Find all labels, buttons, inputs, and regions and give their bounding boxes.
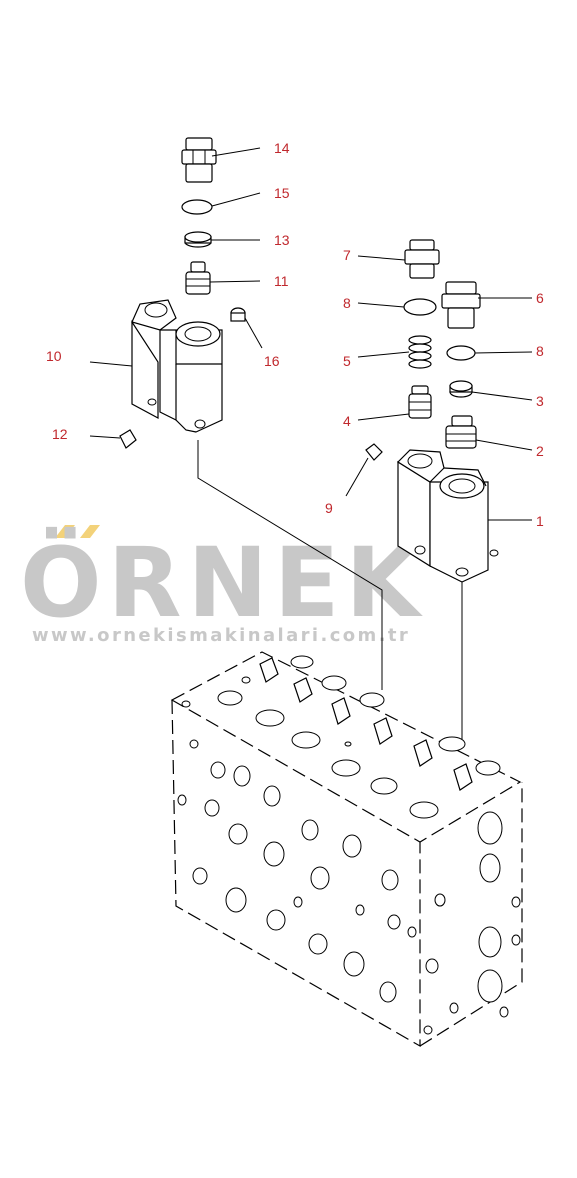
callout-8-upper: 8 <box>343 295 351 311</box>
callout-1: 1 <box>536 513 544 529</box>
part-1-valve-body <box>397 449 499 583</box>
callout-8-lower: 8 <box>536 343 544 359</box>
callout-16: 16 <box>264 353 280 369</box>
callout-14: 14 <box>274 140 290 156</box>
assembly-lines <box>197 440 463 740</box>
main-valve-block <box>170 651 523 1048</box>
part-14-plug <box>181 137 217 183</box>
watermark-accent-left <box>55 525 75 538</box>
callout-11: 11 <box>274 273 289 289</box>
assembly-line-left <box>197 440 383 690</box>
part-13-ring <box>184 231 212 248</box>
part-3-ring <box>449 380 473 398</box>
part-11-valve <box>185 261 211 295</box>
part-4-spool <box>408 385 432 419</box>
callout-10: 10 <box>46 348 62 364</box>
watermark-accent-right <box>80 525 100 538</box>
callout-labels: 1 2 3 4 5 6 7 8 8 9 10 11 12 13 14 15 16 <box>46 140 544 529</box>
block-fittings <box>259 657 473 791</box>
watermark-url: www.ornekismakinalari.com.tr <box>32 625 410 646</box>
callout-3: 3 <box>536 393 544 409</box>
part-9-fitting <box>365 443 383 461</box>
part-12-fitting <box>119 429 137 449</box>
part-8-o-ring-lower <box>446 345 476 361</box>
part-2-valve <box>445 415 477 449</box>
callout-12: 12 <box>52 426 68 442</box>
watermark-logo: ÖRNEK <box>20 526 426 639</box>
callout-15: 15 <box>274 185 290 201</box>
callout-leaders <box>89 147 533 521</box>
part-5-spring <box>408 335 432 369</box>
part-7-plug <box>404 239 440 279</box>
callout-9: 9 <box>325 500 333 516</box>
callout-7: 7 <box>343 247 351 263</box>
part-6-plug <box>441 281 481 329</box>
callout-4: 4 <box>343 413 351 429</box>
part-8-o-ring-upper <box>403 298 437 316</box>
callout-6: 6 <box>536 290 544 306</box>
part-16-fitting <box>230 307 246 322</box>
callout-2: 2 <box>536 443 544 459</box>
callout-13: 13 <box>274 232 290 248</box>
watermark: ÖRNEK www.ornekismakinalari.com.tr <box>20 525 426 646</box>
callout-5: 5 <box>343 353 351 369</box>
part-15-o-ring <box>181 199 213 215</box>
part-10-valve-body <box>131 299 223 433</box>
